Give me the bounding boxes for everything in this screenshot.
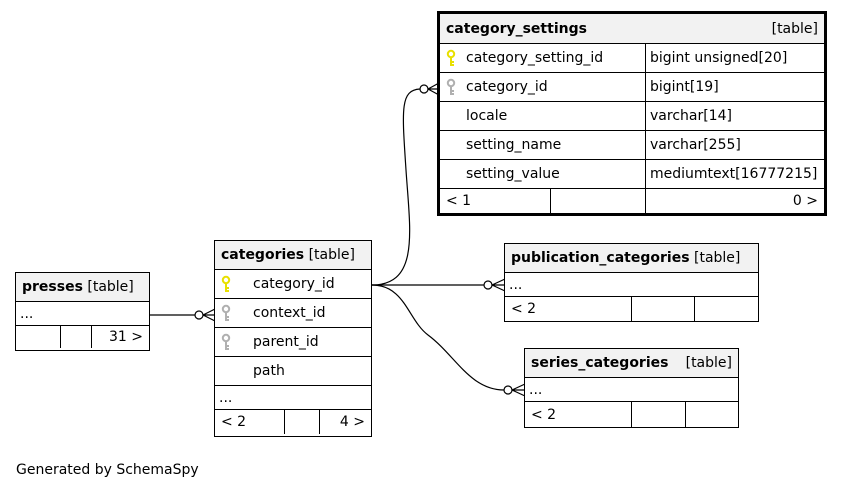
footer-children: 0 > bbox=[645, 189, 824, 213]
generator-credit: Generated by SchemaSpy bbox=[16, 462, 199, 478]
table-name: presses bbox=[22, 279, 83, 295]
column-type: varchar[14] bbox=[645, 102, 824, 130]
table-series-categories[interactable]: series_categories [table] ... < 2 bbox=[524, 348, 739, 428]
footer-parents: < 2 bbox=[531, 406, 557, 423]
foreign-key-icon bbox=[215, 333, 237, 351]
table-presses[interactable]: presses [table] ... 31 > bbox=[15, 272, 150, 351]
footer-children bbox=[685, 402, 738, 427]
foreign-key-icon bbox=[215, 304, 237, 322]
table-category-settings[interactable]: category_settings [table] category_setti… bbox=[437, 11, 827, 216]
crowfoot-series-categories bbox=[503, 385, 513, 395]
more-columns: ... bbox=[529, 381, 543, 398]
footer-parents: < 2 bbox=[221, 414, 247, 430]
table-name: publication_categories bbox=[511, 250, 690, 266]
table-tag: [table] bbox=[694, 250, 741, 266]
footer-children: 31 > bbox=[91, 326, 149, 348]
footer-parents bbox=[16, 326, 60, 348]
crowfoot-category-settings bbox=[419, 84, 429, 94]
relation-categories-series-categories bbox=[371, 284, 505, 391]
primary-key-icon bbox=[215, 275, 237, 293]
column-setting-value: setting_value bbox=[466, 166, 560, 182]
footer-parents: < 1 bbox=[446, 193, 472, 209]
column-type: bigint unsigned[20] bbox=[645, 44, 824, 72]
footer-children bbox=[694, 297, 758, 321]
relation-categories-category-settings bbox=[371, 88, 421, 286]
column-setting-name: setting_name bbox=[466, 137, 562, 153]
column-type: mediumtext[16777215] bbox=[645, 160, 824, 188]
crowfoot-categories-presses bbox=[194, 310, 204, 320]
footer-columns bbox=[631, 402, 685, 427]
footer-parents: < 2 bbox=[511, 301, 537, 317]
table-publication-categories[interactable]: publication_categories [table] ... < 2 bbox=[504, 243, 759, 322]
column-category-id: category_id bbox=[253, 276, 335, 292]
footer-columns bbox=[60, 326, 91, 348]
table-name: category_settings bbox=[446, 20, 587, 37]
footer-columns bbox=[550, 189, 645, 213]
column-category-setting-id: category_setting_id bbox=[466, 50, 604, 66]
table-tag: [table] bbox=[87, 279, 134, 295]
footer-children: 4 > bbox=[319, 410, 371, 434]
footer-columns bbox=[631, 297, 694, 321]
primary-key-icon bbox=[440, 49, 462, 67]
column-type: varchar[255] bbox=[645, 131, 824, 159]
column-category-id: category_id bbox=[466, 79, 548, 95]
more-columns: ... bbox=[509, 276, 523, 293]
column-path: path bbox=[253, 363, 285, 379]
column-type: bigint[19] bbox=[645, 73, 824, 101]
more-columns: ... bbox=[219, 389, 233, 406]
table-name: categories bbox=[221, 247, 305, 263]
more-columns: ... bbox=[20, 305, 34, 322]
column-locale: locale bbox=[466, 108, 508, 124]
table-tag: [table] bbox=[685, 355, 732, 371]
footer-columns bbox=[284, 410, 319, 434]
crowfoot-publication-categories bbox=[483, 280, 493, 290]
table-categories[interactable]: categories [table] category_id context_i… bbox=[214, 240, 372, 437]
column-context-id: context_id bbox=[253, 305, 326, 321]
table-tag: [table] bbox=[308, 247, 355, 263]
column-parent-id: parent_id bbox=[253, 334, 319, 350]
foreign-key-icon bbox=[440, 78, 462, 96]
table-tag: [table] bbox=[771, 20, 818, 37]
table-name: series_categories bbox=[531, 355, 669, 371]
